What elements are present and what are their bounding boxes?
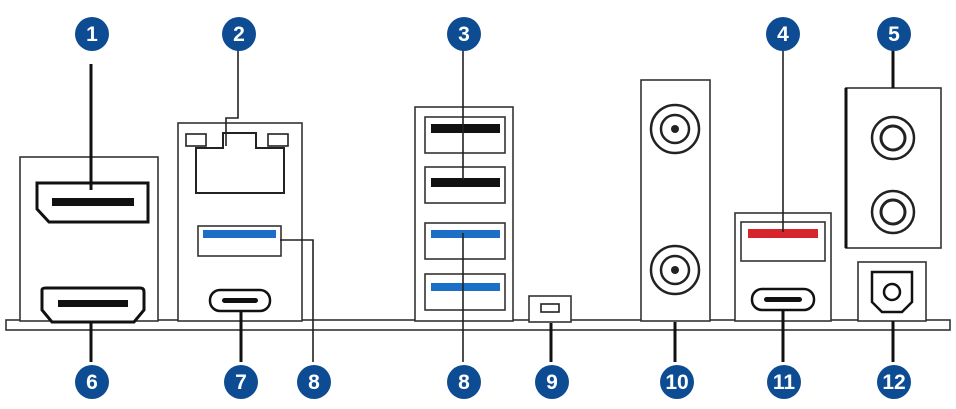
optical-spdif-port [857, 261, 927, 322]
usb-a-port-blue [197, 225, 282, 257]
svg-text:5: 5 [888, 23, 900, 46]
usb-a-port-black [424, 116, 506, 154]
audio-jack [870, 189, 916, 235]
svg-text:11: 11 [773, 371, 796, 394]
svg-text:3: 3 [458, 23, 470, 46]
leader-line [280, 239, 314, 362]
callout-badge-3: 3 [447, 17, 481, 51]
callout-badge-1: 1 [75, 17, 109, 51]
callout-badge-8: 8 [447, 365, 481, 399]
callout-badge-9: 9 [535, 365, 569, 399]
svg-text:8: 8 [458, 371, 470, 394]
leader-line [225, 50, 239, 146]
antenna-connector [649, 103, 701, 155]
usb-a-port-blue [424, 273, 506, 311]
usb-c-port [750, 287, 816, 312]
svg-text:6: 6 [86, 371, 98, 394]
usb-a-port-blue [424, 222, 506, 260]
usb-a-port-black [424, 166, 506, 204]
callout-badge-7: 7 [224, 365, 258, 399]
displayport-connector [35, 181, 150, 224]
svg-text:12: 12 [882, 371, 905, 394]
callout-badge-4: 4 [766, 17, 800, 51]
hdmi-connector [40, 286, 146, 324]
usb-c-port [208, 288, 272, 313]
antenna-connector [649, 244, 701, 296]
callout-badge-6: 6 [75, 365, 109, 399]
audio-jack [870, 115, 916, 161]
callout-badge-11: 11 [767, 365, 801, 399]
bios-flashback-button [528, 295, 572, 323]
svg-text:4: 4 [777, 23, 789, 46]
svg-text:10: 10 [665, 371, 688, 394]
svg-text:1: 1 [86, 23, 98, 46]
callout-badge-10: 10 [660, 365, 694, 399]
svg-text:7: 7 [235, 371, 247, 394]
callout-badge-12: 12 [877, 365, 911, 399]
callout-badge-2: 2 [222, 17, 256, 51]
callout-badge-8: 8 [297, 365, 331, 399]
callout-badge-5: 5 [877, 17, 911, 51]
svg-text:9: 9 [546, 371, 558, 394]
svg-text:2: 2 [233, 23, 245, 46]
rj45-lan-connector [185, 132, 289, 194]
svg-text:8: 8 [308, 371, 320, 394]
